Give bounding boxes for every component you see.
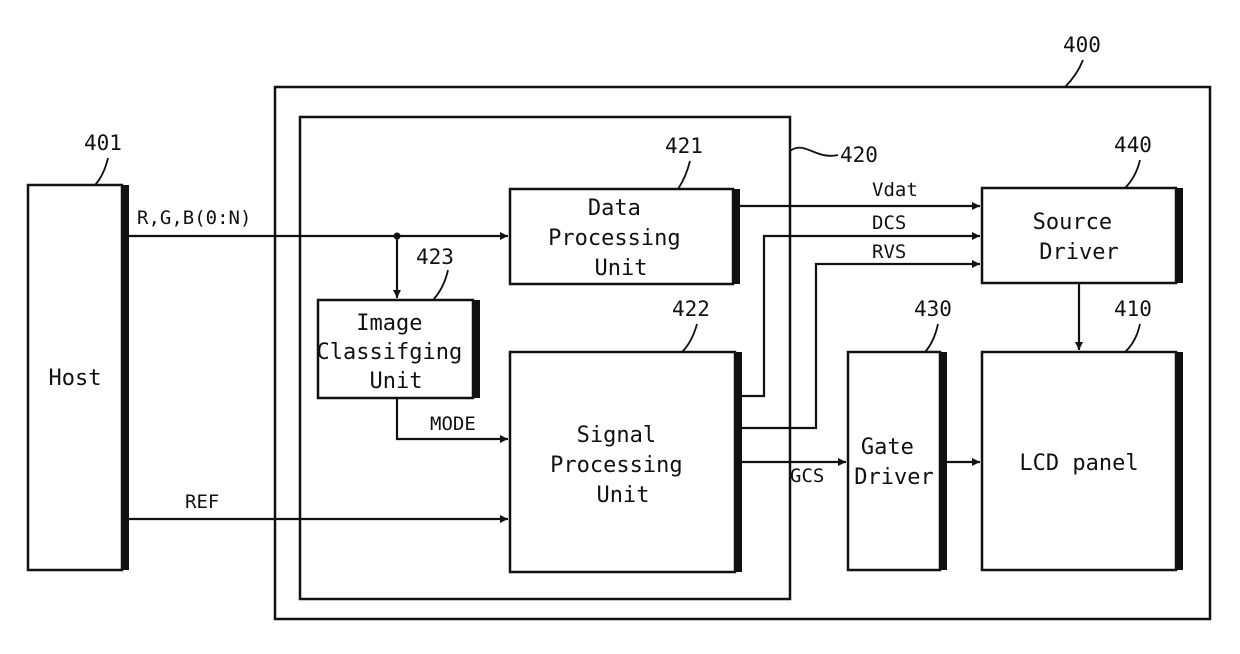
source-driver-ref-leader bbox=[1125, 160, 1140, 188]
source-driver-block bbox=[982, 188, 1176, 283]
data-unit-ref-number: 421 bbox=[665, 134, 703, 158]
device-ref-leader bbox=[1065, 60, 1083, 87]
controller-ref-number: 420 bbox=[840, 143, 878, 167]
data-unit-ref-leader bbox=[678, 161, 690, 189]
controller-ref-leader bbox=[790, 148, 838, 156]
rgb-signal-label: R,G,B(0:N) bbox=[137, 207, 251, 229]
gate-driver-block bbox=[848, 352, 940, 570]
classifier-ref-number: 423 bbox=[416, 245, 454, 269]
device-ref-number: 400 bbox=[1063, 33, 1101, 57]
host-ref-leader bbox=[95, 158, 108, 185]
mode-signal-label: MODE bbox=[430, 413, 476, 435]
gate-driver-ref-leader bbox=[925, 324, 938, 352]
dcs-signal-label: DCS bbox=[872, 212, 906, 234]
ref-signal-label: REF bbox=[185, 491, 219, 513]
source-driver-ref-number: 440 bbox=[1114, 133, 1152, 157]
gate-driver-ref-number: 430 bbox=[914, 297, 952, 321]
classifier-ref-leader bbox=[433, 270, 448, 300]
lcd-panel-label: LCD panel bbox=[1019, 451, 1138, 476]
host-ref-number: 401 bbox=[84, 131, 122, 155]
lcd-panel-ref-leader bbox=[1125, 324, 1140, 352]
signal-unit-ref-number: 422 bbox=[672, 297, 710, 321]
rvs-signal-label: RVS bbox=[872, 241, 906, 263]
host-label: Host bbox=[49, 366, 102, 391]
signal-unit-ref-leader bbox=[682, 324, 697, 352]
vdat-signal-label: Vdat bbox=[872, 179, 918, 201]
lcd-panel-ref-number: 410 bbox=[1114, 297, 1152, 321]
gcs-signal-label: GCS bbox=[790, 465, 824, 487]
